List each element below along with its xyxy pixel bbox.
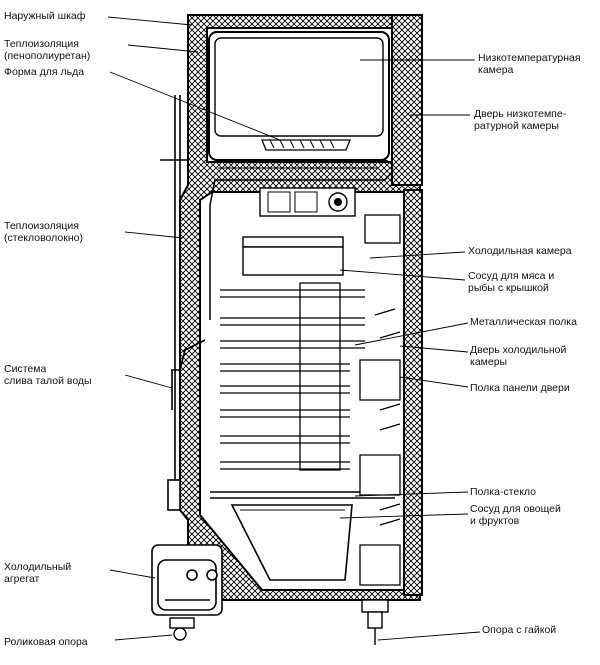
compressor-unit: [151, 544, 223, 616]
leader-lines: [107, 16, 481, 641]
meat-container-shape: [242, 236, 344, 276]
label-outer-cabinet: Наружный шкаф: [4, 10, 86, 22]
label-insulation-glass: Теплоизоляция (стекловолокно): [4, 220, 83, 244]
label-freezer: Низкотемпературная камера: [478, 52, 581, 76]
metal-shelves: [220, 282, 365, 471]
label-fridge-chamber: Холодильная камера: [468, 245, 572, 257]
label-veg-container: Сосуд для овощей и фруктов: [470, 503, 561, 527]
label-drain-system: Система слива талой воды: [4, 363, 92, 387]
freezer-liner: [214, 37, 384, 137]
door-shelves: [359, 214, 401, 586]
nut-support-shape: [361, 599, 389, 645]
freezer-door-panel: [391, 14, 423, 186]
label-nut-support: Опора с гайкой: [482, 624, 557, 636]
label-meat-container: Сосуд для мяса и рыбы с крышкой: [468, 270, 555, 294]
label-fridge-door: Дверь холодильной камеры: [470, 344, 567, 368]
label-door-shelf: Полка панели двери: [470, 382, 570, 394]
fan-unit: [259, 187, 356, 217]
label-roller-support: Роликовая опора: [4, 636, 88, 648]
label-insulation-pu: Теплоизоляция (пенополиуретан): [4, 38, 91, 62]
label-refrigeration-unit: Холодильный агрегат: [4, 561, 72, 585]
drain-system-shape: [160, 95, 206, 511]
evaporator-pipe: [209, 159, 394, 320]
label-glass-shelf: Полка-стекло: [470, 486, 537, 498]
label-ice-tray: Форма для льда: [4, 66, 85, 78]
veg-container-shape: [230, 504, 353, 581]
label-freezer-door: Дверь низкотемпе- ратурной камеры: [474, 108, 567, 132]
label-metal-shelf: Металлическая полка: [470, 316, 577, 328]
roller-support-shape: [169, 617, 195, 641]
ice-tray-shape: [261, 139, 351, 151]
fridge-door-panel: [403, 189, 423, 596]
